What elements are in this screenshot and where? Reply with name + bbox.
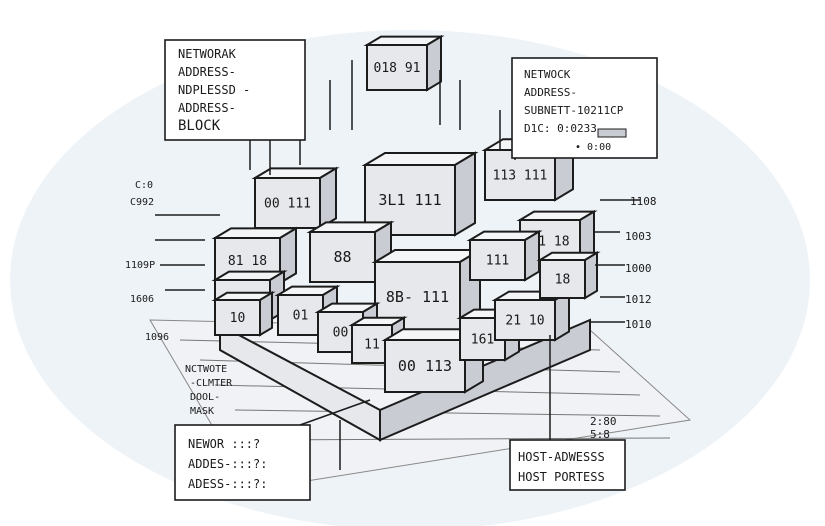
cube-side-face <box>524 229 540 282</box>
mid-left-line-3: DOOL- <box>190 392 220 403</box>
cube-block: 111 <box>466 229 543 282</box>
cube-label: 018 91 <box>374 61 421 76</box>
cube-label: 81 18 <box>228 254 267 269</box>
corner-label-2: 5:8 <box>590 428 610 441</box>
bottom-right-line-1: HOST-ADWESSS <box>518 450 605 464</box>
cube-front-face <box>384 339 466 393</box>
mid-left-line-1: NCTWOTE <box>185 364 227 375</box>
top-right-line-3: SUBNETT-10211CP <box>524 104 624 117</box>
corner-label-1: 2:80 <box>590 415 617 428</box>
left-label-2: C992 <box>130 197 154 208</box>
cube-front-face <box>309 231 376 283</box>
cube-label: 11 <box>364 337 380 352</box>
cube-label: 161 <box>471 332 494 347</box>
top-left-line-4: ADDRESS- <box>178 101 236 115</box>
cube-label: 00 113 <box>398 357 452 375</box>
cube-front-face <box>469 239 526 281</box>
cube-label: 00 111 <box>264 196 311 211</box>
cube-block: 00 111 <box>251 166 340 230</box>
cube-front-face <box>214 299 261 336</box>
top-left-line-3: NDPLESSD - <box>178 83 250 97</box>
left-label-4: 1606 <box>130 294 154 305</box>
top-left-line-5: BLOCK <box>178 118 221 134</box>
cube-label: 113 111 <box>493 168 548 183</box>
right-label-3: 1000 <box>625 262 652 275</box>
left-side-labels: C:0 C992 1109P 1606 1096 <box>125 180 169 343</box>
top-left-label-box: NETWORAK ADDRESS- NDPLESSD - ADDRESS- BL… <box>164 39 306 141</box>
cube-label: 01 <box>293 308 309 323</box>
top-right-line-4: D1C: 0:0233 <box>524 122 597 135</box>
top-left-line-1: NETWORAK <box>178 47 237 61</box>
top-right-line-5: • 0:00 <box>575 142 611 153</box>
right-label-5: 1010 <box>625 318 652 331</box>
cube-label: 8B- 111 <box>386 288 449 306</box>
bottom-left-line-3: ADESS-:::?: <box>188 477 267 491</box>
cube-block: 18 <box>536 251 601 300</box>
top-right-line-1: NETWOCK <box>524 68 571 81</box>
cube-front-face <box>539 259 586 299</box>
top-right-line-2: ADDRESS- <box>524 86 577 99</box>
cube-side-face <box>454 151 476 237</box>
top-right-label-box: NETWOCK ADDRESS- SUBNETT-10211CP D1C: 0:… <box>511 57 658 159</box>
bottom-right-line-2: HOST PORTESS <box>518 470 605 484</box>
cube-block: 21 10 <box>491 289 573 342</box>
bottom-left-line-2: ADDES-:::?: <box>188 457 267 471</box>
cube-side-face <box>426 34 442 92</box>
cube-stack: 018 91 00 111 3L1 111 113 111 81 18 88 8B- 111… <box>211 34 601 394</box>
cube-side-face <box>584 251 598 300</box>
cube-label: 18 <box>555 272 571 287</box>
top-left-line-2: ADDRESS- <box>178 65 236 79</box>
cube-label: 88 <box>333 248 351 266</box>
cube-side-face <box>259 291 273 337</box>
left-label-5: 1096 <box>145 332 169 343</box>
cube-front-face <box>254 177 321 229</box>
cube-front-face <box>494 299 556 341</box>
corner-label: 2:80 5:8 <box>590 415 617 441</box>
cube-label: 00 <box>333 325 349 340</box>
cube-block: 10 <box>211 291 276 337</box>
mid-left-line-2: -CLMTER <box>190 378 233 389</box>
cube-label: 3L1 111 <box>378 191 441 209</box>
left-label-3: 1109P <box>125 260 155 271</box>
right-label-1: 1108 <box>630 195 657 208</box>
cube-label: 10 <box>230 311 246 326</box>
cube-front-face <box>366 44 428 91</box>
subnet-mask-bar <box>597 128 627 138</box>
cube-side-face <box>319 166 337 230</box>
mid-left-line-4: MASK <box>190 406 214 417</box>
right-label-4: 1012 <box>625 293 652 306</box>
cube-block: 018 91 <box>363 34 445 92</box>
bottom-right-label-box: HOST-ADWESSS HOST PORTESS <box>509 439 626 491</box>
right-side-labels: 1108 1003 1000 1012 1010 <box>625 195 657 331</box>
cube-label: 111 <box>486 253 509 268</box>
bottom-left-line-1: NEWOR :::? <box>188 437 260 451</box>
cube-label: 21 10 <box>505 313 544 328</box>
mid-left-note: NCTWOTE -CLMTER DOOL- MASK <box>185 364 233 417</box>
cube-block: 3L1 111 <box>361 151 479 237</box>
cube-block: 8B- 111 <box>371 248 484 334</box>
cube-label: 11 18 <box>530 234 569 249</box>
right-label-2: 1003 <box>625 230 652 243</box>
bottom-left-label-box: NEWOR :::? ADDES-:::?: ADESS-:::?: <box>174 424 311 501</box>
left-label-1: C:0 <box>135 180 153 191</box>
